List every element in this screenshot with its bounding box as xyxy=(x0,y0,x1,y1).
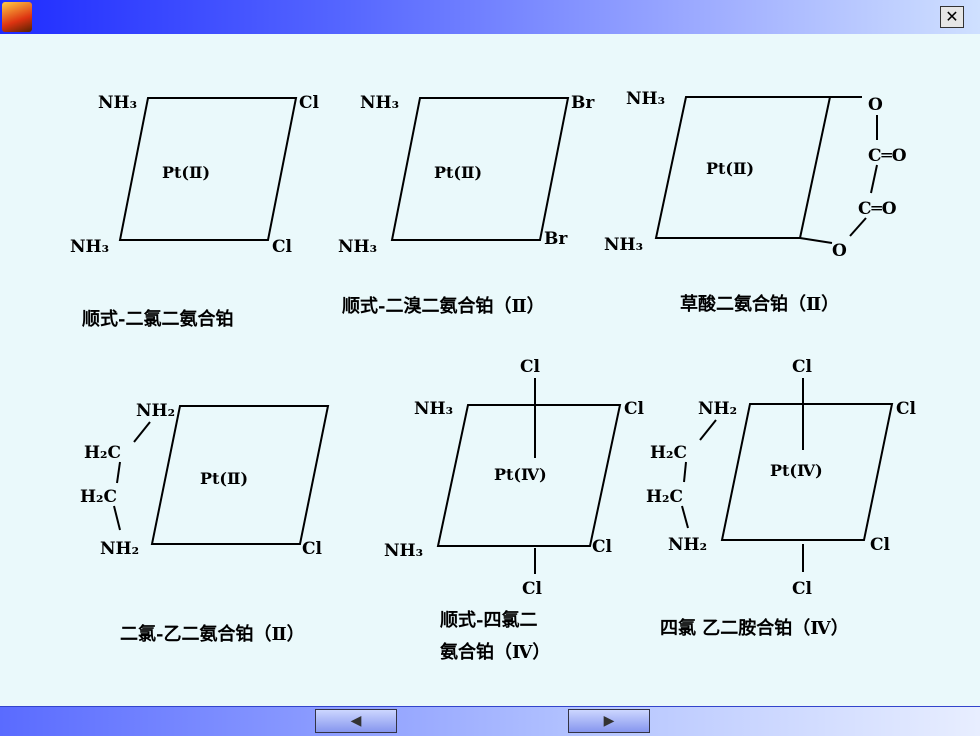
carbonyl: C═O xyxy=(868,146,907,166)
caption: 顺式-二氯二氨合铂 xyxy=(82,308,233,330)
ligand-br: Br xyxy=(544,229,568,249)
metal-center: Pt(Ⅱ) xyxy=(162,163,210,182)
metal-center: Pt(Ⅳ) xyxy=(494,465,547,484)
coordination-plane xyxy=(118,97,298,241)
ligand-cl: Cl xyxy=(870,535,891,555)
ligand-cl: Cl xyxy=(299,93,320,113)
title-bar: ✕ xyxy=(0,0,980,34)
oxygen: O xyxy=(832,241,847,261)
previous-slide-button[interactable]: ◀ xyxy=(315,709,397,733)
navigation-bar: ◀ ▶ xyxy=(0,706,980,736)
ligand-nh3: NH₃ xyxy=(414,399,453,419)
coordination-plane xyxy=(654,96,862,239)
app-icon[interactable] xyxy=(2,2,32,32)
coordination-plane xyxy=(436,404,622,547)
coordination-plane xyxy=(720,403,894,541)
axial-cl: Cl xyxy=(792,357,813,377)
molecule-cis-dichlorodiammine: NH₃ Cl NH₃ Cl Pt(Ⅱ) 顺式-二氯二氨合铂 xyxy=(70,93,320,330)
ligand-nh3: NH₃ xyxy=(604,235,643,255)
ligand-br: Br xyxy=(571,93,595,113)
next-slide-button[interactable]: ▶ xyxy=(568,709,650,733)
caption: 顺式-二溴二氨合铂（Ⅱ） xyxy=(342,295,545,317)
caption: 氨合铂（Ⅳ） xyxy=(440,641,550,663)
molecule-dichloro-ethylenediamine: NH₂ H₂C H₂C NH₂ Cl Pt(Ⅱ) 二氯-乙二氨合铂（Ⅱ） xyxy=(80,401,330,645)
ligand-nh3: NH₃ xyxy=(626,89,665,109)
caption: 顺式-四氯二 xyxy=(440,609,537,631)
molecule-tetrachloro-ethylenediamine: Cl NH₂ Cl H₂C H₂C NH₂ Cl Cl Pt(Ⅳ) 四氯 乙二胺… xyxy=(646,357,917,639)
molecule-cis-dibromodiammine: NH₃ Br NH₃ Br Pt(Ⅱ) 顺式-二溴二氨合铂（Ⅱ） xyxy=(338,93,595,317)
ligand-nh3: NH₃ xyxy=(98,93,137,113)
metal-center: Pt(Ⅳ) xyxy=(770,461,823,480)
methylene: H₂C xyxy=(646,487,683,507)
ligand-nh2: NH₂ xyxy=(100,539,139,559)
metal-center: Pt(Ⅱ) xyxy=(200,469,248,488)
axial-cl: Cl xyxy=(522,579,543,599)
ligand-nh3: NH₃ xyxy=(338,237,377,257)
ligand-nh3: NH₃ xyxy=(70,237,109,257)
ligand-cl: Cl xyxy=(624,399,645,419)
caption: 草酸二氨合铂（Ⅱ） xyxy=(680,293,839,315)
caption: 四氯 乙二胺合铂（Ⅳ） xyxy=(660,617,849,639)
molecule-oxalato-diammine: NH₃ NH₃ O C═O C═O O Pt(Ⅱ) 草酸二氨合铂（Ⅱ） xyxy=(604,89,907,315)
coordination-plane xyxy=(150,405,330,545)
methylene: H₂C xyxy=(84,443,121,463)
ligand-nh3: NH₃ xyxy=(384,541,423,561)
oxygen: O xyxy=(868,95,883,115)
molecule-cis-tetrachlorodiammine: Cl NH₃ Cl NH₃ Cl Cl Pt(Ⅳ) 顺式-四氯二 氨合铂（Ⅳ） xyxy=(384,357,645,663)
caption: 二氯-乙二氨合铂（Ⅱ） xyxy=(120,623,305,645)
ligand-nh2: NH₂ xyxy=(668,535,707,555)
ligand-cl: Cl xyxy=(272,237,293,257)
metal-center: Pt(Ⅱ) xyxy=(434,163,482,182)
ligand-nh3: NH₃ xyxy=(360,93,399,113)
platinum-complexes-diagram: NH₃ Cl NH₃ Cl Pt(Ⅱ) 顺式-二氯二氨合铂 NH₃ Br NH₃… xyxy=(70,89,917,663)
coordination-plane xyxy=(390,97,570,241)
metal-center: Pt(Ⅱ) xyxy=(706,159,754,178)
ligand-nh2: NH₂ xyxy=(136,401,175,421)
close-button[interactable]: ✕ xyxy=(940,6,964,28)
carbonyl: C═O xyxy=(858,199,897,219)
ligand-nh2: NH₂ xyxy=(698,399,737,419)
axial-cl: Cl xyxy=(520,357,541,377)
methylene: H₂C xyxy=(650,443,687,463)
methylene: H₂C xyxy=(80,487,117,507)
ligand-cl: Cl xyxy=(302,539,323,559)
axial-cl: Cl xyxy=(792,579,813,599)
ligand-cl: Cl xyxy=(592,537,613,557)
ligand-cl: Cl xyxy=(896,399,917,419)
slide-content: NH₃ Cl NH₃ Cl Pt(Ⅱ) 顺式-二氯二氨合铂 NH₃ Br NH₃… xyxy=(0,34,980,706)
